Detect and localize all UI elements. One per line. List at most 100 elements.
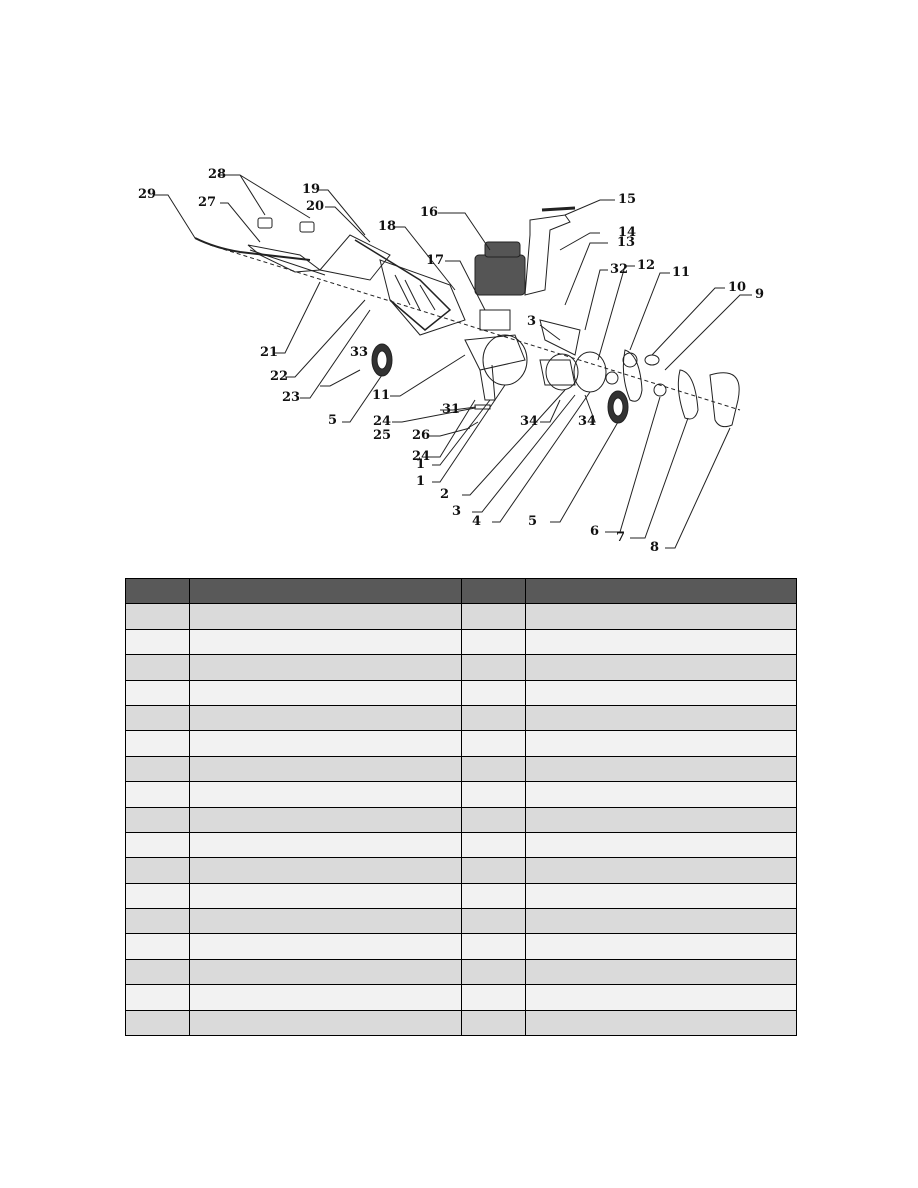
table-cell	[525, 704, 797, 732]
table-row	[125, 603, 797, 630]
callout-label: 32	[610, 262, 628, 277]
table-cell	[525, 857, 797, 884]
callout-label: 1	[416, 474, 425, 489]
table-cell	[525, 933, 797, 960]
parts-list-table	[125, 577, 797, 1037]
table-row	[125, 933, 797, 960]
table-cell	[189, 958, 462, 986]
table-cell	[125, 755, 190, 783]
header-cell	[525, 577, 797, 605]
callout-label: 2	[440, 487, 449, 502]
table-cell	[461, 781, 526, 808]
callout-label: 23	[282, 390, 300, 405]
table-body	[125, 603, 797, 1037]
table-row	[125, 679, 797, 706]
table-row	[125, 1009, 797, 1037]
table-cell	[525, 654, 797, 681]
callout-label: 7	[616, 530, 625, 545]
table-cell	[461, 603, 526, 630]
callout-label: 15	[618, 192, 636, 207]
table-row	[125, 908, 797, 935]
table-row	[125, 755, 797, 783]
table-cell	[125, 958, 190, 986]
callout-label: 5	[328, 413, 337, 428]
table-cell	[525, 831, 797, 859]
table-cell	[125, 603, 190, 630]
table-cell	[125, 984, 190, 1011]
callout-label: 24	[412, 449, 430, 464]
table-cell	[189, 679, 462, 706]
table-cell	[189, 857, 462, 884]
callout-label: 24	[373, 414, 391, 429]
header-cell	[189, 577, 462, 605]
table-cell	[125, 730, 190, 757]
table-cell	[461, 806, 526, 833]
table-row	[125, 958, 797, 986]
table-cell	[189, 933, 462, 960]
callout-label: 10	[728, 280, 746, 295]
table-row	[125, 831, 797, 859]
table-cell	[525, 908, 797, 935]
callout-label: 28	[208, 167, 226, 182]
callout-label: 31	[442, 402, 460, 417]
table-row	[125, 730, 797, 757]
table-cell	[461, 704, 526, 732]
table-cell	[189, 781, 462, 808]
table-row	[125, 781, 797, 808]
callout-label: 25	[373, 428, 391, 443]
callout-label: 29	[138, 187, 156, 202]
table-cell	[125, 654, 190, 681]
table-cell	[125, 908, 190, 935]
table-row	[125, 806, 797, 833]
table-row	[125, 857, 797, 884]
table-cell	[125, 1009, 190, 1037]
table-row	[125, 704, 797, 732]
callout-label: 17	[426, 253, 444, 268]
table-row	[125, 984, 797, 1011]
callout-label: 18	[378, 219, 396, 234]
table-cell	[125, 882, 190, 910]
table-cell	[525, 755, 797, 783]
table-cell	[525, 984, 797, 1011]
table-cell	[125, 831, 190, 859]
table-cell	[461, 882, 526, 910]
callout-label: 4	[472, 514, 481, 529]
callout-label: 16	[420, 205, 438, 220]
table-cell	[125, 857, 190, 884]
table-cell	[189, 755, 462, 783]
table-cell	[189, 603, 462, 630]
table-row	[125, 882, 797, 910]
table-cell	[461, 654, 526, 681]
table-header-row	[125, 577, 797, 605]
table-row	[125, 628, 797, 656]
table-cell	[461, 755, 526, 783]
callout-label: 3	[527, 314, 536, 329]
table-cell	[125, 933, 190, 960]
header-cell	[461, 577, 526, 605]
callout-label: 27	[198, 195, 216, 210]
table-cell	[125, 806, 190, 833]
table-cell	[125, 781, 190, 808]
table-cell	[189, 882, 462, 910]
callout-label: 26	[412, 428, 430, 443]
callout-label: 33	[350, 345, 368, 360]
table-cell	[125, 628, 190, 656]
table-cell	[189, 908, 462, 935]
table-cell	[461, 831, 526, 859]
table-cell	[461, 679, 526, 706]
callout-label: 11	[672, 265, 690, 280]
callout-label: 20	[306, 199, 324, 214]
callout-label: 13	[617, 235, 635, 250]
table-cell	[525, 781, 797, 808]
table-cell	[189, 984, 462, 1011]
table-cell	[189, 704, 462, 732]
table-cell	[461, 628, 526, 656]
callout-label: 19	[302, 182, 320, 197]
callout-label: 22	[270, 369, 288, 384]
callout-label: 14	[618, 225, 636, 240]
table-cell	[525, 958, 797, 986]
table-cell	[461, 908, 526, 935]
table-row	[125, 654, 797, 681]
table-cell	[189, 806, 462, 833]
table-cell	[125, 679, 190, 706]
